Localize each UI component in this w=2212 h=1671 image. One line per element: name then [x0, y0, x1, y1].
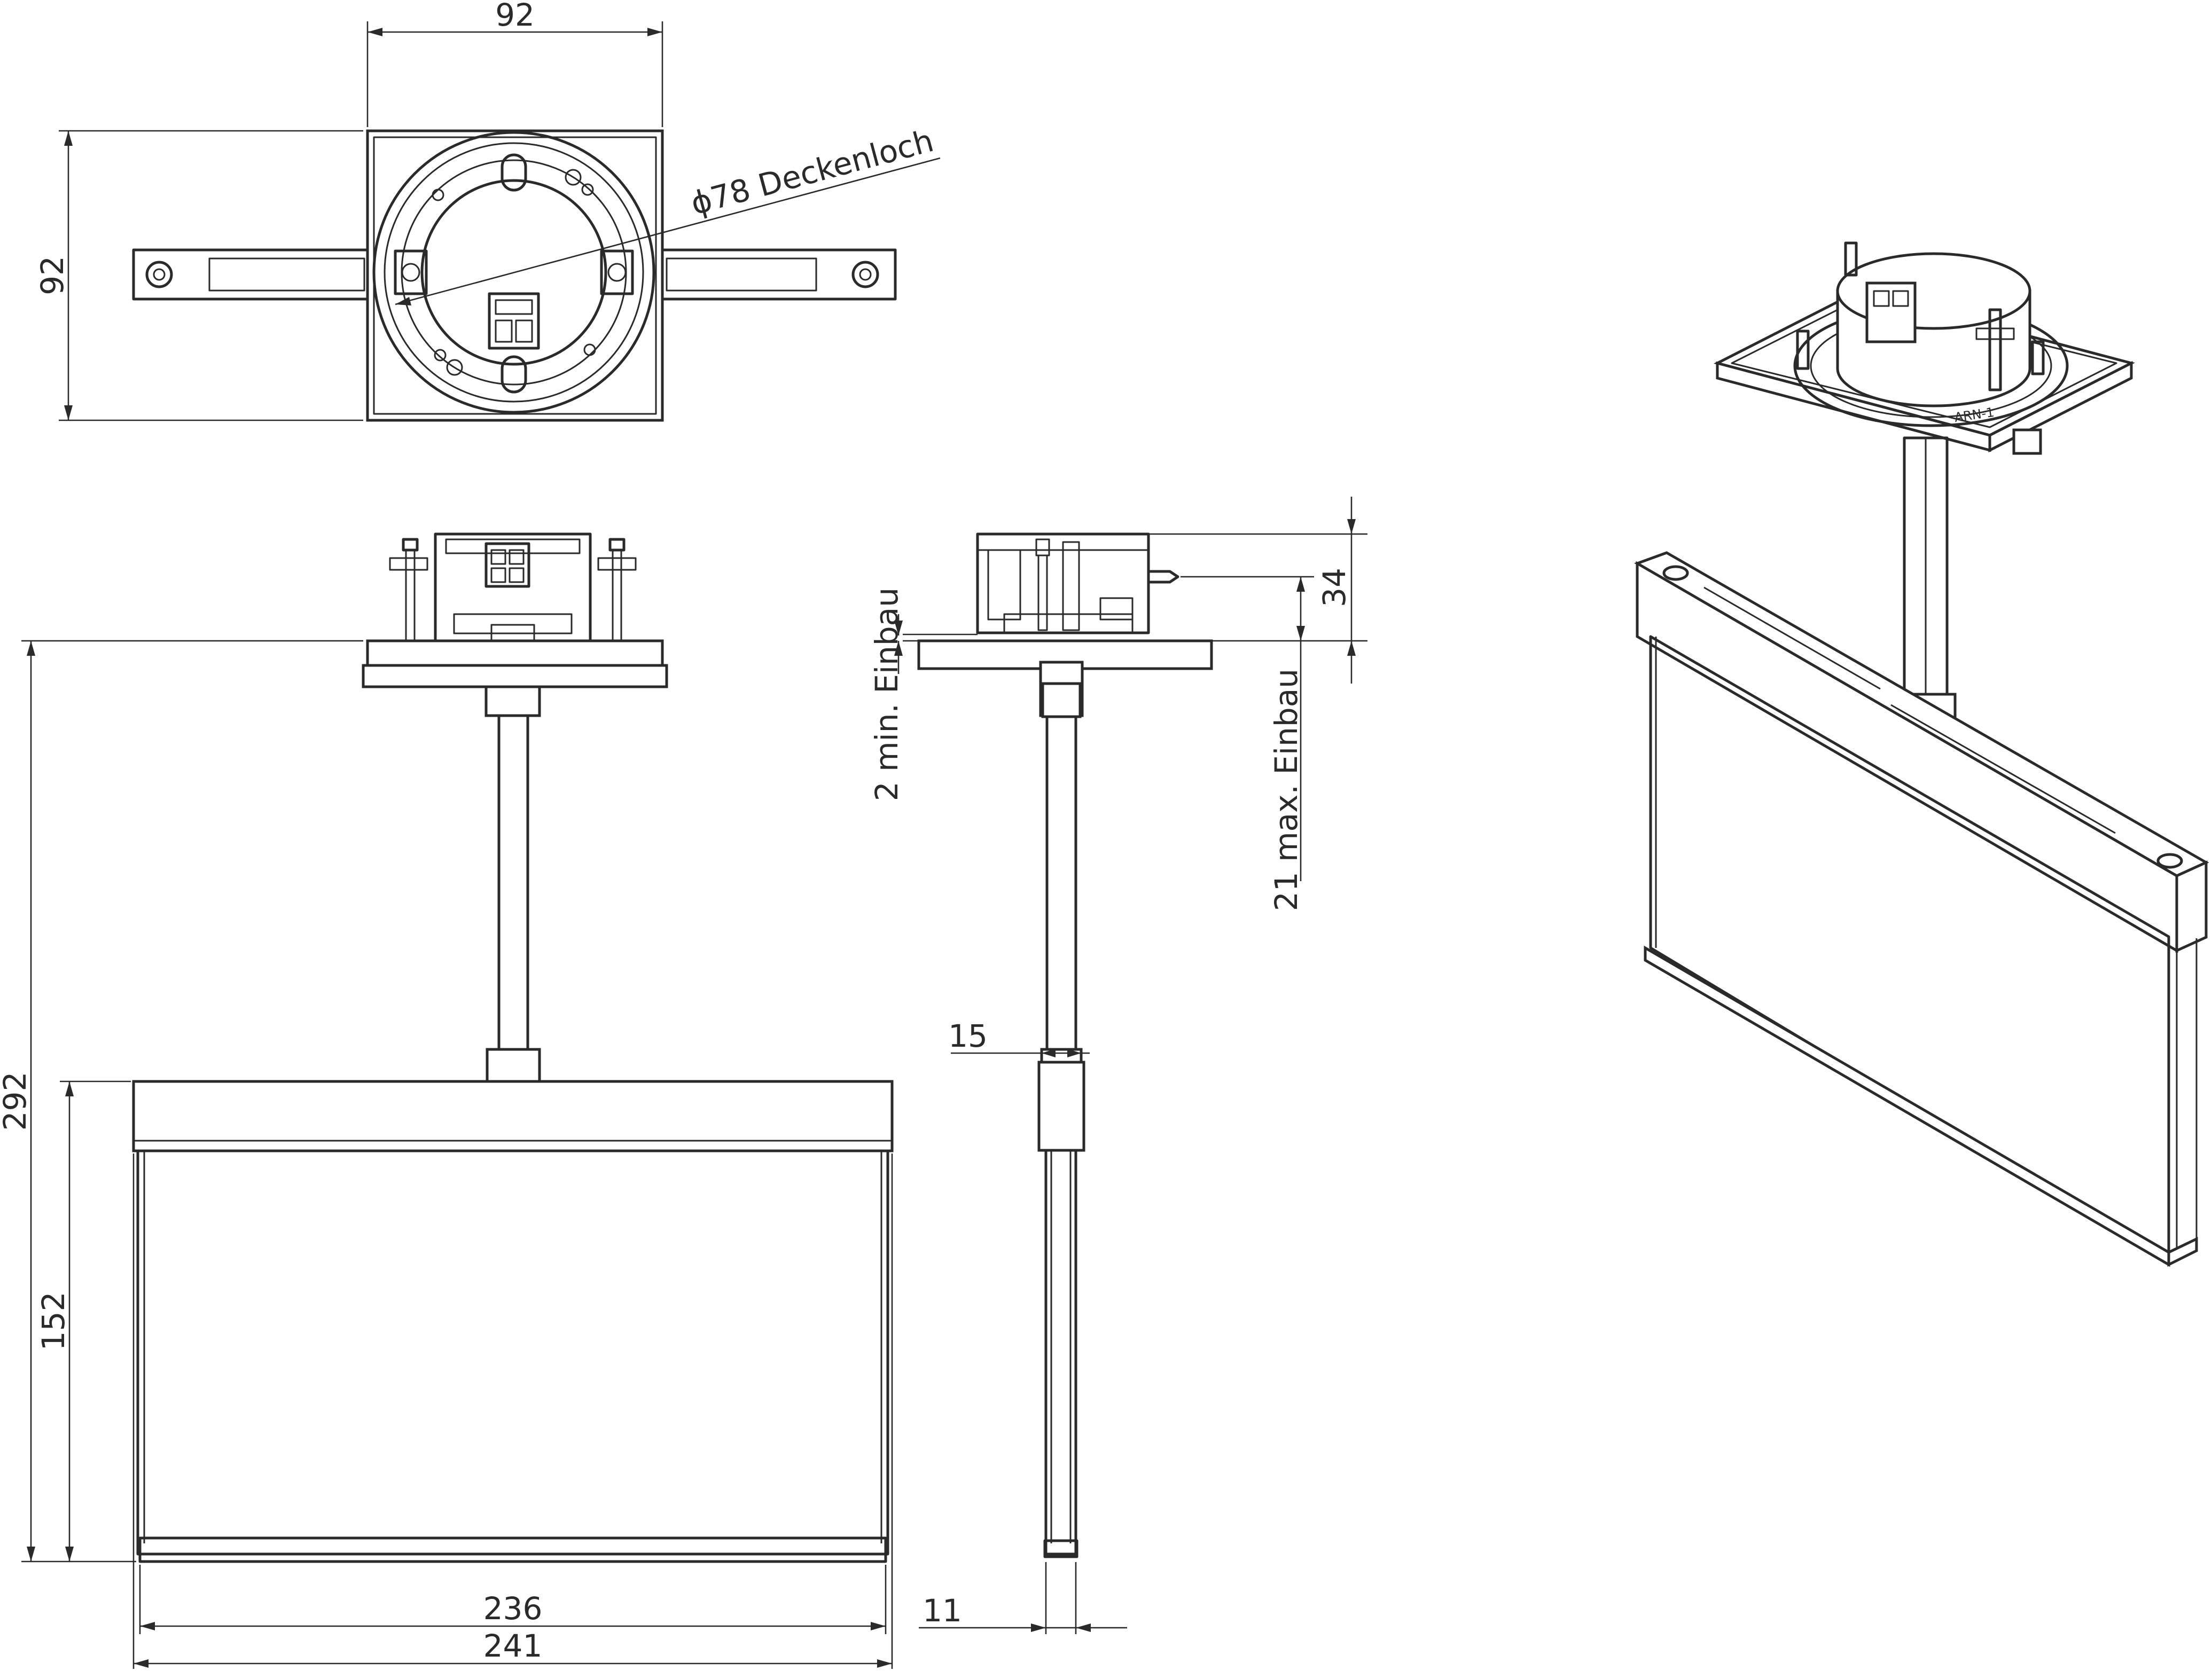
suspension-stem-side — [1045, 715, 1077, 1052]
dim-max-install-label: 21 max. Einbau — [1268, 669, 1304, 911]
stem-connector-side — [1039, 661, 1084, 718]
sign-panel-side — [1043, 1149, 1078, 1558]
dim-housing-depth: 34 — [1148, 497, 1367, 684]
dim-top-height-label: 92 — [34, 256, 71, 295]
dim-panel-thickness: 11 — [919, 1562, 1127, 1634]
dim-sign-height-label: 152 — [35, 1292, 72, 1351]
driver-housing-iso — [1796, 241, 2045, 407]
dim-top-width: 92 — [366, 0, 663, 127]
lower-connector-side — [1037, 1048, 1085, 1152]
dim-stem-width-label: 15 — [948, 1018, 988, 1054]
dim-min-install: 2 min. Einbau — [869, 587, 978, 801]
suspension-stem-front — [486, 714, 541, 1083]
dim-min-install-label: 2 min. Einbau — [869, 587, 905, 801]
dim-max-install: 21 max. Einbau — [1181, 576, 1314, 911]
dim-total-height: 292 — [0, 640, 363, 1563]
isometric-view: ARN-1 — [1634, 241, 2209, 1267]
dim-top-width-label: 92 — [495, 0, 535, 33]
mounting-ring — [372, 131, 655, 414]
dim-housing-depth-label: 34 — [1316, 568, 1353, 607]
driver-housing-front — [389, 532, 637, 642]
dim-stem-width: 15 — [948, 1018, 1090, 1057]
sign-body-front — [132, 1080, 894, 1563]
dim-sign-inner-width-label: 236 — [483, 1590, 543, 1627]
side-view — [917, 532, 1213, 1558]
front-view — [132, 532, 894, 1563]
base-plate-top — [366, 129, 664, 422]
driver-housing-side — [976, 532, 1179, 634]
dim-panel-thickness-label: 11 — [923, 1592, 962, 1629]
dim-top-height: 92 — [34, 130, 363, 421]
sign-body-iso — [1634, 551, 2209, 1267]
dim-sign-outer-width-label: 241 — [483, 1628, 543, 1664]
dim-ceiling-hole-label: ϕ78 Deckenloch — [687, 122, 937, 222]
terminal-block-top — [488, 292, 540, 350]
suspension-stem-iso — [1889, 436, 1957, 728]
dim-sign-height: 152 — [35, 1080, 131, 1562]
dim-total-height-label: 292 — [0, 1072, 33, 1131]
dim-sign-inner-width: 236 — [139, 1565, 887, 1634]
dim-sign-outer-width: 241 — [132, 1154, 893, 1669]
ceiling-plate-front — [362, 639, 668, 717]
top-view — [132, 129, 897, 422]
